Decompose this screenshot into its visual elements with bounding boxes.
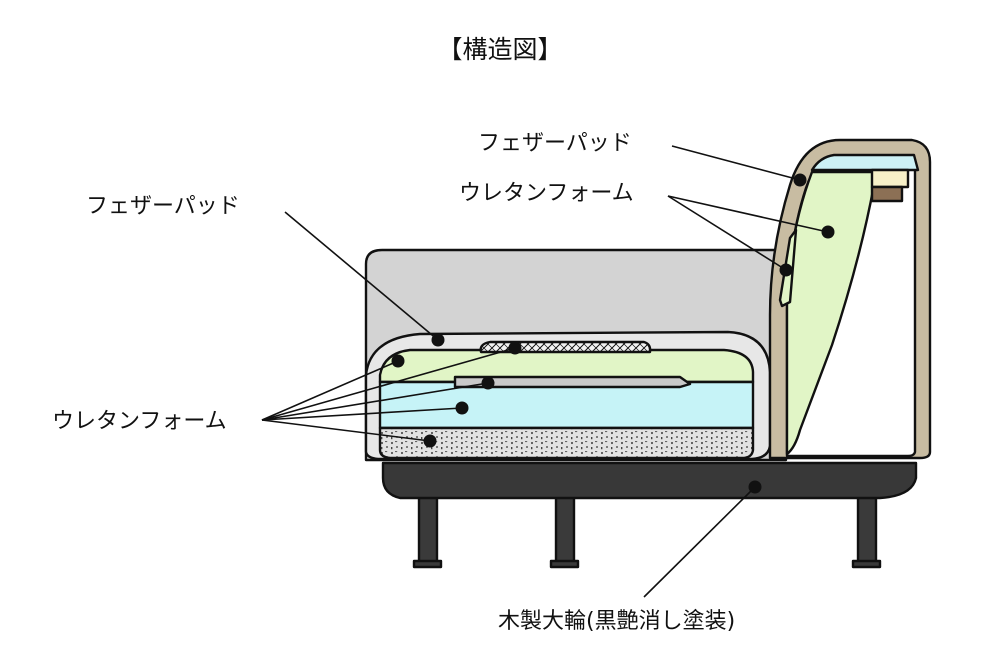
label-back-urethane-foam: ウレタンフォーム (459, 181, 634, 206)
seat-chip-foam (378, 426, 755, 460)
backrest-block-cream (870, 168, 910, 189)
backrest-feather-pad (810, 153, 920, 172)
sofa-legs (412, 489, 882, 569)
base-frame (381, 461, 918, 500)
callout-leaders (261, 145, 835, 598)
label-seat-urethane-foam: ウレタンフォーム (52, 409, 227, 434)
leg-left (417, 489, 439, 565)
seat-feather-pad (479, 340, 652, 354)
seat-urethane-cyan (378, 380, 755, 430)
leg-center (554, 489, 576, 565)
leg-right (856, 489, 878, 565)
diagram-title: 【構造図】 (437, 35, 562, 64)
backrest-block-brown (870, 185, 904, 203)
label-back-feather-pad: フェザーパッド (478, 131, 632, 156)
seat-urethane-green (378, 348, 755, 384)
seat-inner-plate (453, 375, 692, 389)
label-seat-feather-pad: フェザーパッド (86, 194, 240, 219)
label-frame: 木製大輪(黒艶消し塗装) (498, 609, 735, 634)
